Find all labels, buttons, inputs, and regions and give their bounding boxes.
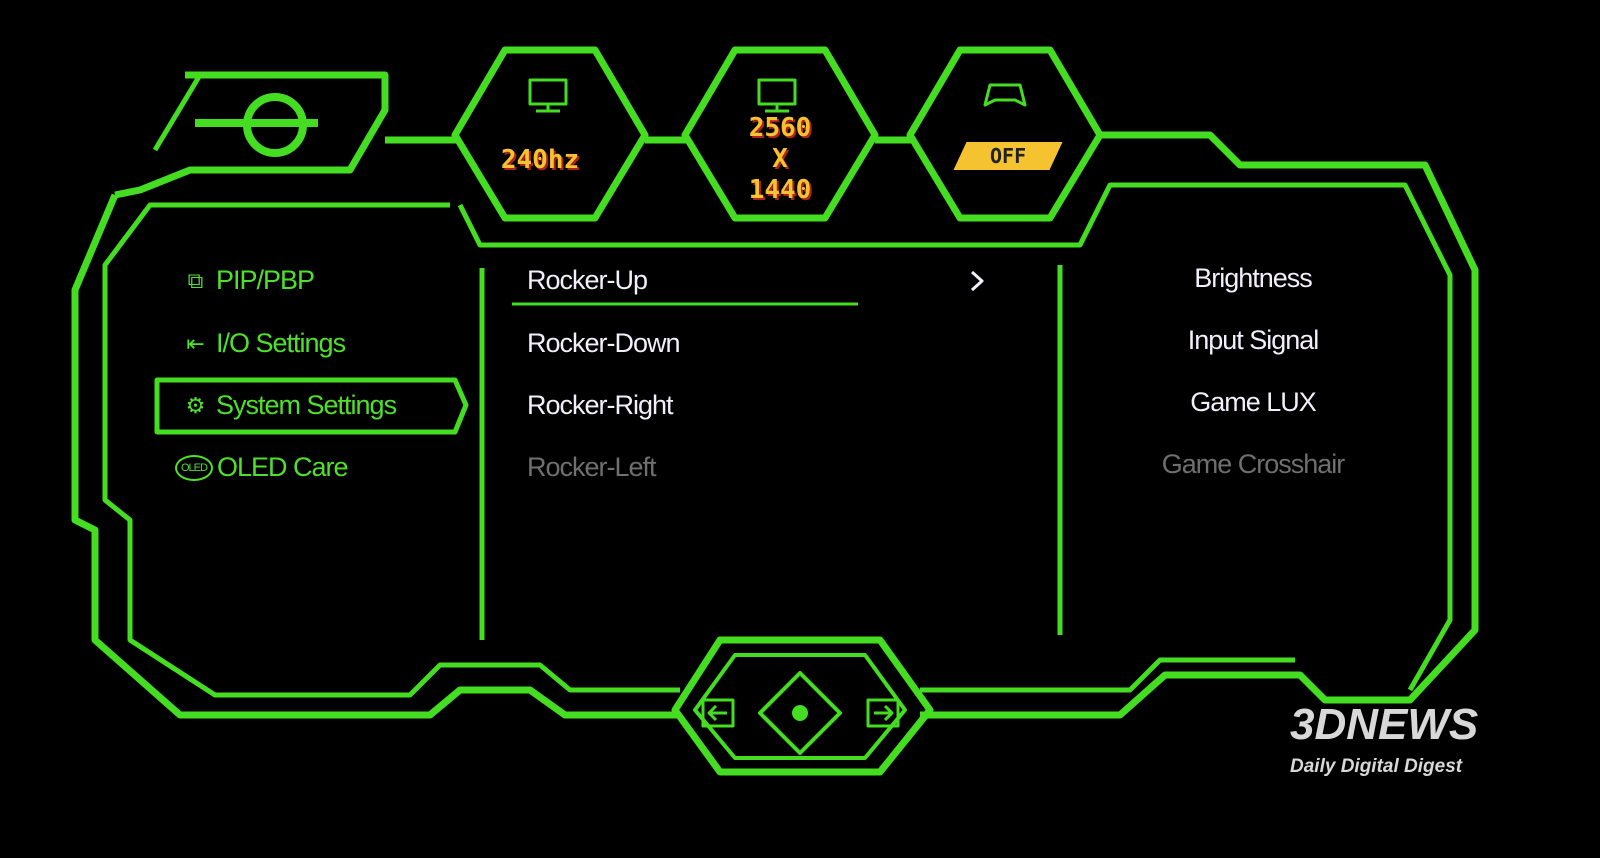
gear-icon: ⚙ [185,392,206,418]
dpad-icon [758,671,842,755]
oled-icon: OLED [175,454,213,481]
logo-tab-outline [114,71,389,199]
option-rocker-left: Rocker-Left [527,452,657,482]
refresh-rate-value: 240hz [500,145,580,175]
option-rocker-up[interactable]: Rocker-Up [527,265,648,295]
pip-icon: ⧉ [187,267,204,293]
function-game-lux[interactable]: Game LUX [1190,387,1317,417]
sidebar-item-io-settings[interactable]: ⇤I/O Settings [178,328,346,359]
watermark-tagline: Daily Digital Digest [1290,756,1463,777]
function-brightness[interactable]: Brightness [1194,263,1313,293]
arrow-left-icon [701,698,735,728]
hex-dpad [671,636,934,776]
resolution-width: 2560 [748,113,812,143]
hex-game [906,46,1104,222]
monitor-resolution-icon [757,78,797,113]
resolution-x: X [772,144,788,174]
sidebar-item-system-settings[interactable]: ⚙System Settings [178,390,397,421]
monitor-refresh-icon [528,78,568,113]
resolution-height: 1440 [748,175,812,205]
game-mode-badge: OFF [953,142,1063,170]
logo-icon [195,93,318,157]
resolution-value: 2560 X 1440 [710,113,850,206]
input-icon: ⇤ [186,330,204,356]
option-rocker-right[interactable]: Rocker-Right [527,390,674,420]
watermark-brand: 3DNEWS [1290,700,1479,749]
sidebar-item-pip-pbp[interactable]: ⧉PIP/PBP [178,265,315,296]
option-rocker-down[interactable]: Rocker-Down [527,328,681,358]
gamepad-icon [983,83,1027,107]
function-game-crosshair: Game Crosshair [1161,449,1346,479]
function-input-signal[interactable]: Input Signal [1187,325,1320,355]
sidebar-selection-box [154,377,469,435]
hex-resolution [681,46,879,222]
hex-refresh [451,46,649,222]
arrow-right-icon [866,698,900,728]
chevron-right-icon [970,270,984,292]
